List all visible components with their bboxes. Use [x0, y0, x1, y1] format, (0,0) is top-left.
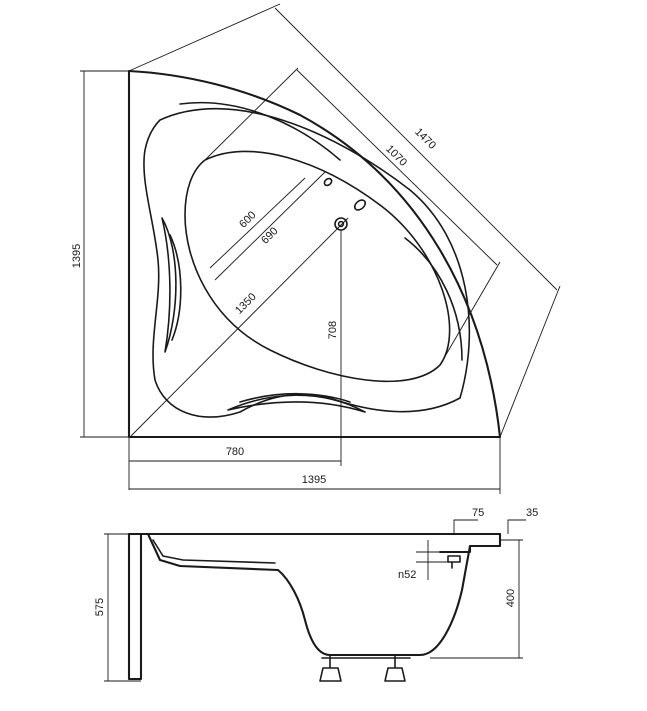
dim-total-height: 575 — [94, 598, 106, 616]
dim-height-left: 1395 — [71, 244, 83, 268]
tap-hole-icon — [353, 199, 367, 211]
dim-line-75 — [453, 519, 478, 534]
dim-to-drain: 780 — [226, 446, 244, 458]
dim-line-1350 — [129, 217, 349, 438]
dim-basin-length: 690 — [259, 225, 280, 246]
dim-line-35 — [507, 519, 526, 534]
tub-foot-left — [319, 654, 342, 682]
tub-right-rim — [438, 532, 502, 554]
tub-foot-right — [384, 654, 406, 682]
tub-bottom-swoosh-inner — [239, 392, 351, 403]
dim-basin-depth: 400 — [505, 589, 517, 607]
tub-left-swoosh-inner — [169, 234, 182, 341]
dim-line-1070 — [296, 69, 498, 266]
dim-line-690 — [214, 171, 326, 281]
dim-basin-width: 600 — [237, 209, 258, 230]
dim-diagonal-outer: 1470 — [412, 126, 438, 152]
dim-rim-lip: 35 — [526, 507, 538, 519]
tub-inner-profile — [152, 539, 276, 564]
tub-outer-outline — [127, 69, 502, 439]
tap-hole-icon-2 — [323, 177, 333, 187]
tub-bottom-swoosh — [227, 394, 366, 413]
dim-overflow: n52 — [398, 569, 416, 581]
dim-width-bottom: 1395 — [302, 474, 326, 486]
tub-right-groove — [404, 237, 463, 361]
overflow-icon — [447, 555, 461, 569]
plan-view: 1395 780 1395 708 1470 1070 600 690 1350 — [71, 3, 561, 494]
dim-rim-width: 75 — [472, 507, 484, 519]
tub-front-panel — [127, 532, 143, 681]
tub-top-groove — [179, 101, 341, 161]
tub-basin-outline — [184, 150, 451, 383]
drain-icon-inner — [337, 220, 345, 228]
tub-body-profile — [146, 532, 472, 657]
dim-drain-offset: 708 — [327, 321, 339, 339]
side-view: 575 400 75 35 n52 — [94, 507, 538, 682]
dim-diagonal-inner: 1070 — [383, 143, 409, 169]
dim-basin-depth-long: 1350 — [233, 291, 259, 317]
dim-line-600 — [209, 177, 306, 269]
tub-left-swoosh — [161, 217, 177, 353]
dim-line-1470 — [274, 7, 558, 291]
drain-icon — [334, 217, 348, 231]
